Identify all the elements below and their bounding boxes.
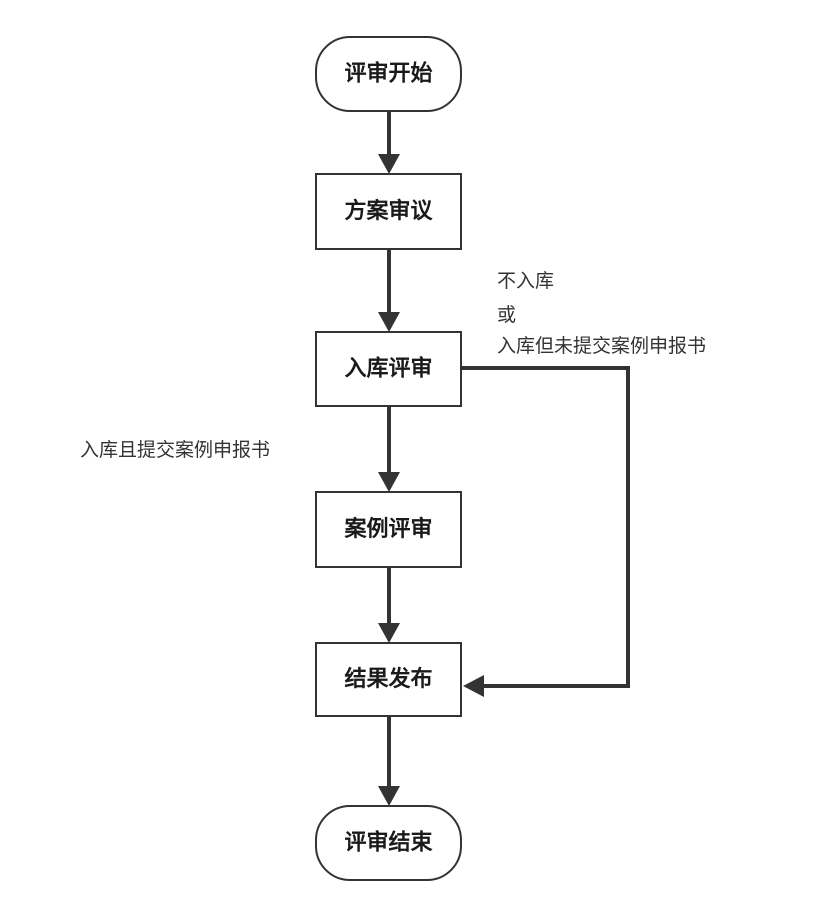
node-publish-label: 结果发布 <box>344 666 432 692</box>
edge-label-bypass-line1: 不入库 <box>497 270 554 292</box>
node-case-review-label: 案例评审 <box>343 516 432 542</box>
node-end: 评审结束 <box>315 805 462 881</box>
process-shape <box>315 642 462 717</box>
edge-label-bypass-line2: 或 <box>497 304 516 326</box>
terminator-shape <box>315 805 462 881</box>
arrowhead-plan <box>378 154 400 174</box>
arrowhead-publish <box>378 623 400 643</box>
arrowhead-storage <box>378 312 400 332</box>
node-end-label: 评审结束 <box>344 830 433 856</box>
edge-label-bypass-line3: 入库但未提交案例申报书 <box>497 335 706 357</box>
process-shape <box>315 173 462 250</box>
node-storage-review-label: 入库评审 <box>344 356 432 382</box>
edge-storage-bypass-to-publish <box>462 366 630 688</box>
edge-label-to-case-review: 入库且提交案例申报书 <box>80 439 270 461</box>
node-plan-review: 方案审议 <box>315 173 462 250</box>
arrowhead-bypass <box>463 675 484 697</box>
node-case-review: 案例评审 <box>315 491 462 568</box>
arrowhead-case <box>378 472 400 492</box>
node-start-label: 评审开始 <box>344 61 432 87</box>
process-shape <box>315 331 462 407</box>
node-start: 评审开始 <box>315 36 462 112</box>
node-publish: 结果发布 <box>315 642 462 717</box>
node-plan-review-label: 方案审议 <box>344 198 433 224</box>
arrowhead-end <box>378 786 400 806</box>
node-storage-review: 入库评审 <box>315 331 462 407</box>
process-shape <box>315 491 462 568</box>
terminator-shape <box>315 36 462 112</box>
